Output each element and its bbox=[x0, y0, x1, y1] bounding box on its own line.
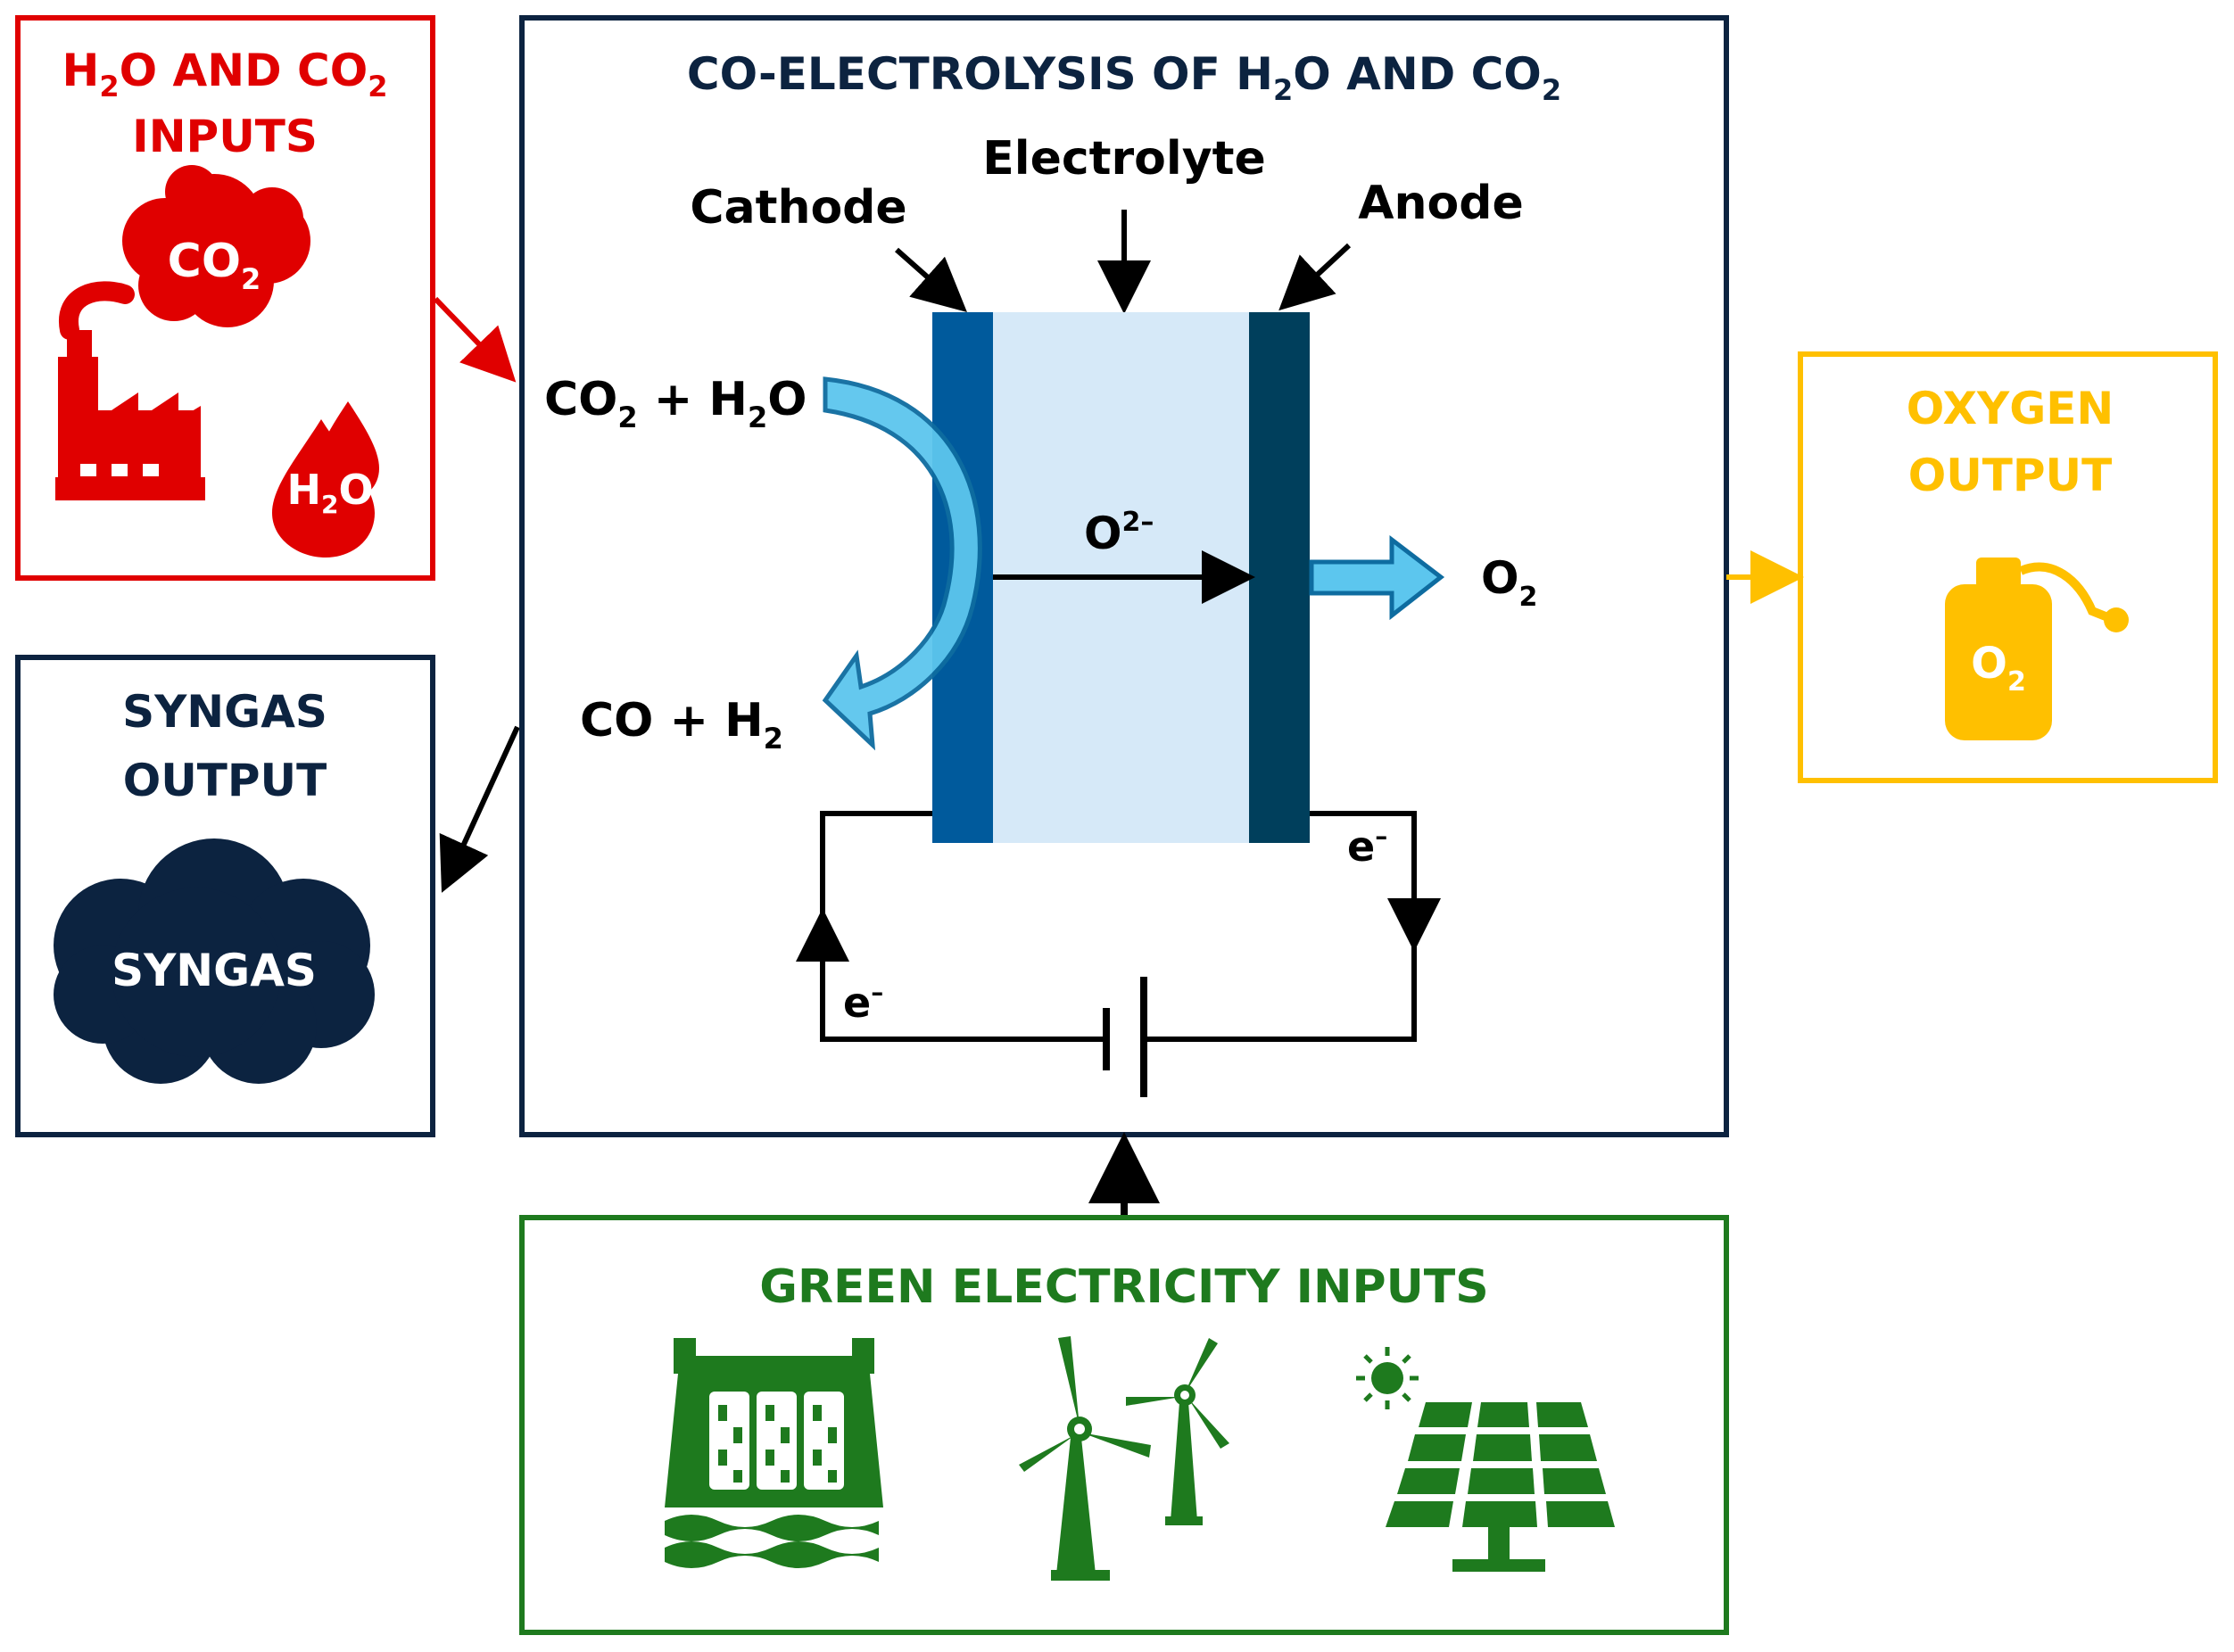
dam-icon bbox=[665, 1338, 883, 1568]
co2-cloud-label: CO2 bbox=[168, 235, 261, 296]
products-label: CO + H2 bbox=[580, 694, 783, 756]
syngas-title-line1: SYNGAS bbox=[122, 686, 327, 738]
inputs-box-frame bbox=[15, 15, 435, 581]
oxygen-title-line2: OUTPUT bbox=[1908, 450, 2113, 501]
factory-icon bbox=[55, 281, 205, 500]
syngas-box-frame bbox=[15, 655, 435, 1137]
cathode-label: Cathode bbox=[690, 181, 906, 235]
anode-layer bbox=[1249, 312, 1310, 843]
reactants-label: CO2 + H2O bbox=[544, 373, 807, 434]
inputs-title-line1: H2O AND CO2 bbox=[62, 45, 388, 103]
syngas-arrow bbox=[439, 725, 520, 893]
water-drop-icon bbox=[272, 401, 379, 558]
oxygen-box: OXYGEN OUTPUT O2 bbox=[1798, 351, 2218, 783]
co2-cloud-icon bbox=[122, 165, 310, 327]
syngas-title-line2: OUTPUT bbox=[123, 755, 327, 806]
solar-panel-icon bbox=[1356, 1347, 1615, 1572]
o2-outflow-arrow bbox=[1309, 534, 1445, 621]
co-electrolysis-box: CO-ELECTROLYSIS OF H2O AND CO2 Cathode E… bbox=[519, 15, 1729, 1137]
oxygen-box-frame bbox=[1798, 351, 2218, 783]
green-box-frame bbox=[519, 1215, 1729, 1635]
green-electricity-box: GREEN ELECTRICITY INPUTS bbox=[519, 1215, 1729, 1635]
syngas-cloud-label: SYNGAS bbox=[112, 945, 317, 996]
green-title: GREEN ELECTRICITY INPUTS bbox=[759, 1260, 1488, 1314]
external-circuit bbox=[820, 811, 1417, 1042]
electron-label-right: e– bbox=[1347, 822, 1387, 871]
inputs-box: H2O AND CO2 INPUTS CO2 H2O bbox=[15, 15, 435, 581]
syngas-cloud-icon bbox=[54, 838, 375, 1084]
anode-pointer bbox=[1278, 243, 1352, 311]
reactant-flow-arrow bbox=[822, 376, 982, 751]
anode-label: Anode bbox=[1358, 177, 1523, 230]
cathode-pointer bbox=[895, 247, 967, 312]
wind-turbines-icon bbox=[1019, 1336, 1229, 1581]
o2-tank-label: O2 bbox=[1971, 639, 2026, 698]
battery-icon bbox=[1103, 977, 1147, 1097]
oxygen-title-line1: OXYGEN bbox=[1907, 383, 2114, 434]
inputs-title-line2: INPUTS bbox=[132, 111, 318, 162]
syngas-box: SYNGAS OUTPUT SYNGAS bbox=[15, 655, 435, 1137]
oxide-ion-label: O2– bbox=[1084, 507, 1154, 559]
o2-outflow-label: O2 bbox=[1481, 552, 1537, 613]
h2o-drop-label: H2O bbox=[286, 466, 373, 519]
oxygen-tank-icon bbox=[1945, 558, 2129, 740]
electrolyte-label: Electrolyte bbox=[982, 132, 1266, 186]
electron-label-left: e– bbox=[843, 978, 883, 1027]
main-title: CO-ELECTROLYSIS OF H2O AND CO2 bbox=[687, 48, 1561, 107]
inputs-arrow bbox=[433, 296, 517, 383]
